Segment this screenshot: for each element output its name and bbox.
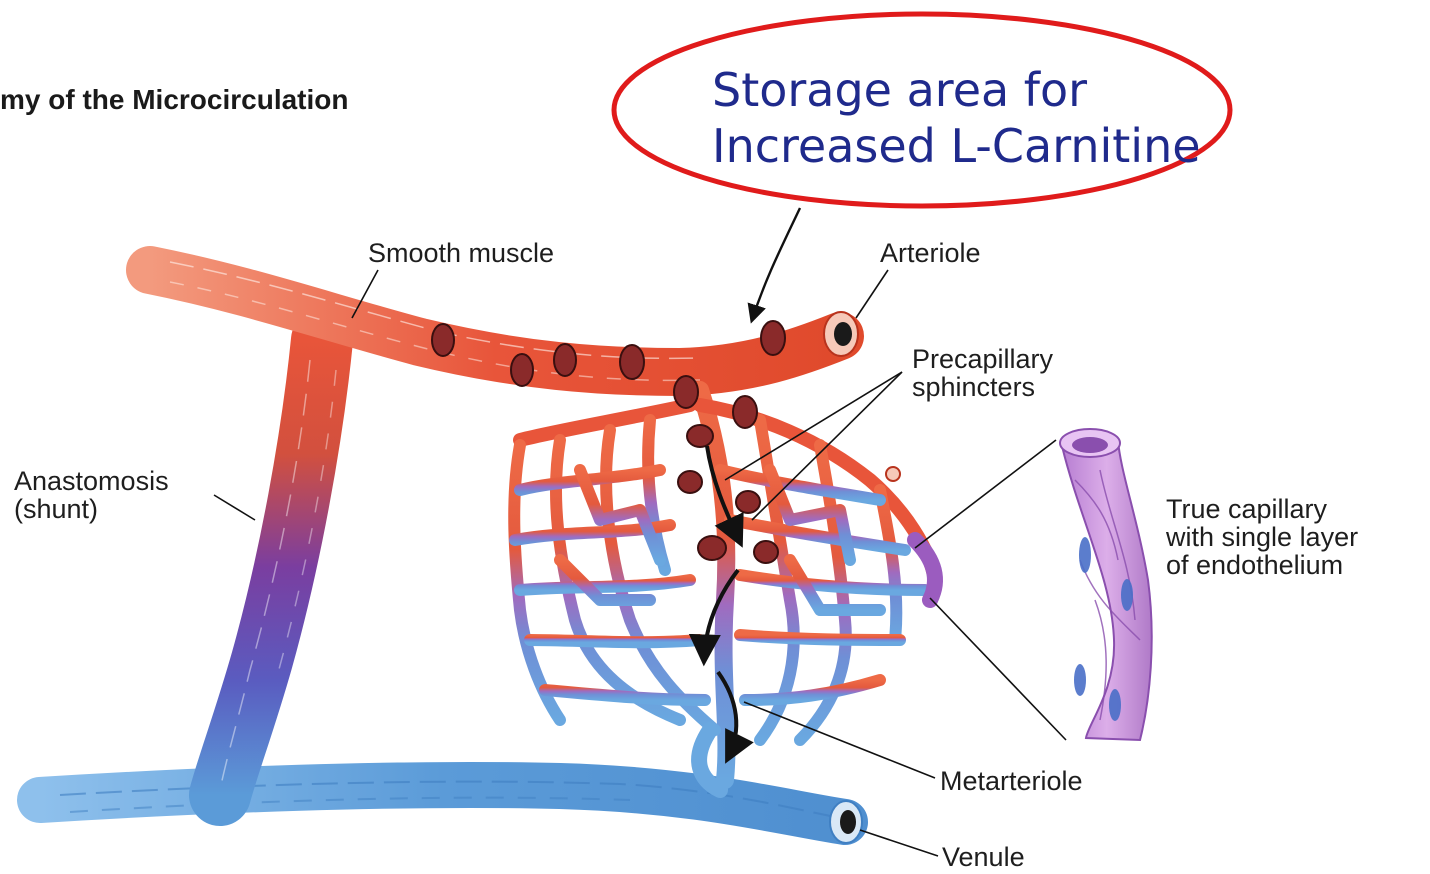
true-capillary-label-line3: of endothelium [1166, 550, 1343, 580]
true-capillary-enlarged [1060, 429, 1152, 740]
venule-label: Venule [942, 842, 1025, 872]
anastomosis-shunt-vessel [220, 340, 336, 795]
anastomosis-label-line2: (shunt) [14, 494, 98, 524]
callout-line2: Increased L-Carnitine [712, 118, 1201, 174]
arteriole-vessel [150, 262, 858, 380]
diagram-title: my of the Microcirculation [0, 84, 349, 116]
callout-line1: Storage area for [712, 62, 1201, 118]
callout-text: Storage area for Increased L-Carnitine [712, 62, 1201, 174]
smooth-muscle-label: Smooth muscle [368, 238, 554, 268]
venule-vessel [40, 782, 862, 843]
arteriole-label: Arteriole [880, 238, 981, 268]
true-capillary-label-line2: with single layer [1165, 522, 1358, 552]
precapillary-sphincters-label-line2: sphincters [912, 372, 1035, 402]
anastomosis-label-line1: Anastomosis [14, 466, 169, 496]
metarteriole-label: Metarteriole [940, 766, 1083, 796]
true-capillary-label-line1: True capillary [1166, 494, 1328, 524]
precapillary-sphincters-label-line1: Precapillary [912, 344, 1054, 374]
